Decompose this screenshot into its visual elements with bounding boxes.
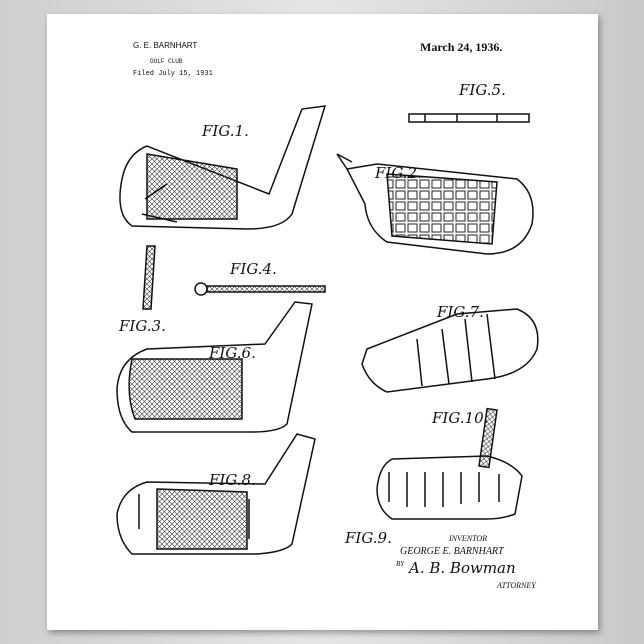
fig9-label: FIG.9.: [345, 529, 392, 547]
inventor-name: G. E. BARNHART: [133, 41, 197, 50]
fig8-label: FIG.8.: [209, 471, 256, 489]
inventor-full-name: GEORGE E. BARNHART: [400, 546, 504, 557]
fig7-club-drawing: [362, 309, 538, 392]
patent-date: March 24, 1936.: [420, 40, 502, 55]
fig8-club-drawing: [117, 434, 315, 554]
fig1-label: FIG.1.: [202, 122, 249, 140]
fig7-label: FIG.7.: [437, 303, 484, 321]
filed-date: Filed July 15, 1931: [133, 70, 213, 78]
fig6-label: FIG.6.: [209, 344, 256, 362]
by-label: BY: [396, 560, 404, 568]
fig4-drawing: [195, 283, 325, 295]
fig4-label: FIG.4.: [230, 260, 277, 278]
fig10-label: FIG.10.: [432, 409, 488, 427]
fig9-club-drawing: [377, 456, 522, 519]
attorney-signature: A. B. Bowman: [409, 559, 516, 577]
attorney-label: ATTORNEY: [497, 581, 536, 590]
fig3-label: FIG.3.: [119, 317, 166, 335]
fig3-drawing: [143, 246, 155, 309]
fig2-label: FIG.2.: [375, 164, 422, 182]
fig2-club-drawing: [337, 154, 533, 254]
fig5-drawing: [409, 114, 529, 122]
fig5-label: FIG.5.: [459, 81, 506, 99]
inventor-label: INVENTOR: [449, 534, 487, 543]
patent-title: GOLF CLUB: [150, 58, 182, 65]
patent-poster: G. E. BARNHART GOLF CLUB Filed July 15, …: [47, 14, 598, 630]
